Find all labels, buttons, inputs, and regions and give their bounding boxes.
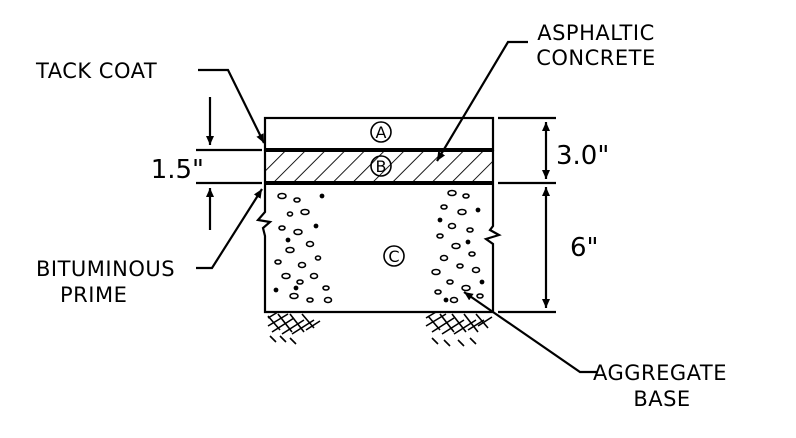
bituminous-label-line1: BITUMINOUS — [36, 257, 175, 281]
subgrade-hatch-right — [425, 311, 493, 347]
layer-c-outline — [255, 183, 502, 314]
aggregate-base-callout: AGGREGATE BASE — [463, 291, 727, 411]
asphaltic-concrete-callout: ASPHALTIC CONCRETE — [436, 21, 656, 162]
layer-c-letter: C — [388, 247, 399, 266]
asphaltic-label-line1: ASPHALTIC — [537, 21, 655, 45]
aggregate-stones-left — [273, 192, 333, 304]
bituminous-label-line2: PRIME — [60, 283, 127, 307]
dimension-3-0: 3.0" — [556, 141, 609, 171]
left-dimension: 1.5" — [151, 97, 262, 230]
asphaltic-label-line2: CONCRETE — [536, 46, 656, 70]
layer-b-marker: B — [370, 155, 392, 177]
dimension-1-5: 1.5" — [151, 155, 204, 185]
aggregate-label-line2: BASE — [633, 387, 690, 411]
layer-b-letter: B — [376, 157, 387, 176]
layer-c-marker: C — [383, 245, 405, 267]
right-dimension: 3.0" 6" — [498, 116, 609, 314]
tack-coat-label: TACK COAT — [35, 59, 157, 83]
aggregate-stones-right — [431, 189, 485, 304]
tack-coat-callout: TACK COAT — [35, 59, 265, 144]
layer-a-letter: A — [376, 123, 387, 142]
bituminous-prime-callout: BITUMINOUS PRIME — [36, 188, 263, 307]
layer-a-marker: A — [370, 121, 392, 143]
aggregate-label-line1: AGGREGATE — [593, 361, 727, 385]
dimension-6: 6" — [570, 233, 599, 263]
subgrade-hatch-left — [267, 311, 321, 345]
